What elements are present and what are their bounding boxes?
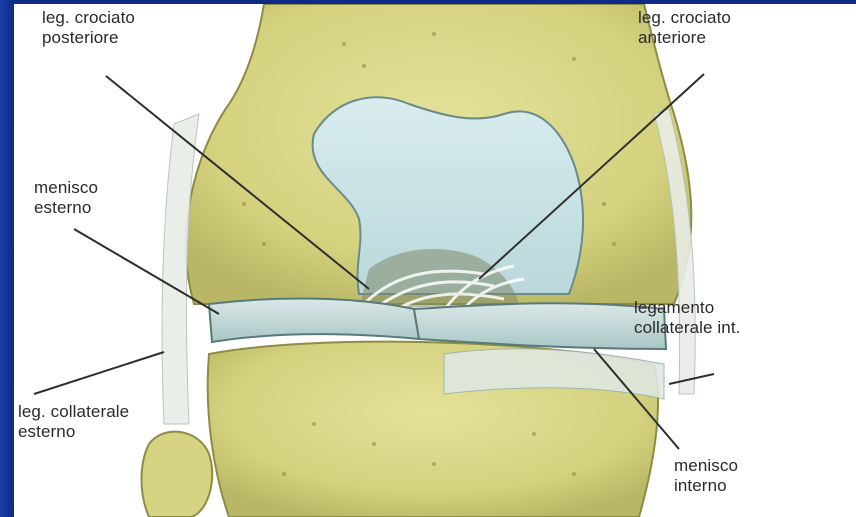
label-anterior-cruciate-ligament: leg. crociato anteriore — [638, 8, 731, 48]
slide-left-edge — [0, 0, 14, 517]
label-lateral-collateral-ligament: leg. collaterale esterno — [18, 402, 129, 442]
lateral-meniscus-shape — [209, 299, 419, 342]
label-medial-collateral-ligament: legamento collaterale int. — [634, 298, 741, 338]
fibula-head — [142, 432, 213, 517]
label-lateral-meniscus: menisco esterno — [34, 178, 98, 218]
knee-anatomy-illustration: leg. crociato posteriore leg. crociato a… — [14, 4, 856, 517]
knee-drawing — [14, 4, 856, 517]
label-medial-meniscus: menisco interno — [674, 456, 738, 496]
medial-meniscus-shape — [414, 303, 666, 349]
label-posterior-cruciate-ligament: leg. crociato posteriore — [42, 8, 135, 48]
